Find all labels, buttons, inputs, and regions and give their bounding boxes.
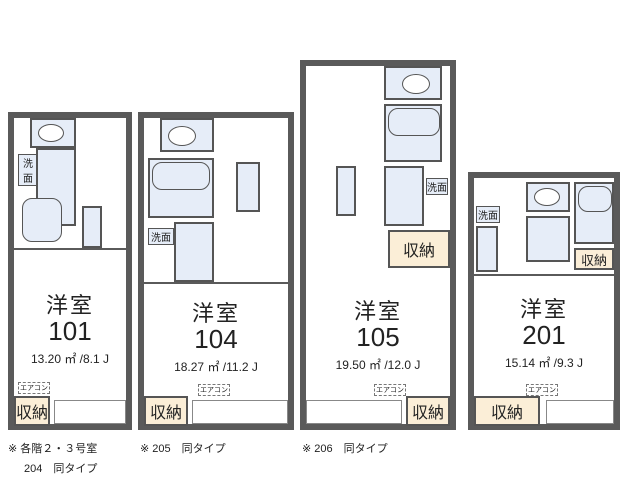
bathtub-icon <box>388 108 440 136</box>
air-conditioner-label: エアコン <box>18 382 50 394</box>
storage-closet: 収納 <box>388 230 450 268</box>
room-area: 15.14 ㎡ /9.3 J <box>504 356 584 370</box>
floorplan-105: 洗面 収納 洋室 105 19.50 ㎡ /12.0 J エアコン 収納 <box>300 60 456 430</box>
washroom-label: 洗面 <box>426 178 448 195</box>
balcony <box>192 400 288 424</box>
wall <box>14 248 126 250</box>
room-number: 104 <box>194 324 238 354</box>
room-area: 18.27 ㎡ /11.2 J <box>174 360 258 374</box>
kitchen <box>336 166 356 216</box>
room-type-label: 洋室 <box>519 297 568 322</box>
washroom <box>174 222 214 282</box>
note-104: ※ 205 同タイプ <box>140 443 226 455</box>
bathtub-icon <box>152 162 210 190</box>
washroom-label: 洗面 <box>18 154 38 186</box>
toilet-icon <box>534 188 560 206</box>
note-101-line1: ※ 各階２・３号室 <box>8 443 98 455</box>
air-conditioner-label: エアコン <box>374 384 406 396</box>
balcony <box>546 400 614 424</box>
wall <box>474 274 614 276</box>
wall <box>144 282 288 284</box>
washroom <box>526 216 570 262</box>
floorplan-104: 洗面 洋室 104 18.27 ㎡ /11.2 J エアコン 収納 <box>138 112 294 430</box>
room-area: 13.20 ㎡ /8.1 J <box>30 352 110 366</box>
room-area: 19.50 ㎡ /12.0 J <box>335 358 421 372</box>
washroom <box>384 166 424 226</box>
storage-closet-2: 収納 <box>474 396 540 426</box>
balcony <box>306 400 402 424</box>
floorplan-101: 洗面 洋室 101 13.20 ㎡ /8.1 J エアコン 収納 <box>8 112 132 430</box>
storage-closet: 収納 <box>144 396 188 426</box>
room-type-label: 洋室 <box>191 301 240 326</box>
storage-closet: 収納 <box>574 248 614 270</box>
toilet-icon <box>38 124 64 142</box>
storage-closet-2: 収納 <box>406 396 450 426</box>
kitchen <box>476 226 498 272</box>
bathtub-icon <box>22 198 62 242</box>
floorplan-201: 洗面 収納 洋室 201 15.14 ㎡ /9.3 J エアコン 収納 <box>468 172 620 430</box>
note-101-line2: 204 同タイプ <box>24 463 98 475</box>
room-number: 105 <box>356 322 400 352</box>
air-conditioner-label: エアコン <box>526 384 558 396</box>
toilet-room <box>30 118 76 148</box>
room-type-label: 洋室 <box>353 299 402 324</box>
room-number: 101 <box>48 316 92 346</box>
toilet-icon <box>402 74 430 94</box>
room-type-label: 洋室 <box>45 293 94 318</box>
washroom-label: 洗面 <box>476 206 500 223</box>
storage-closet: 収納 <box>14 396 50 426</box>
air-conditioner-label: エアコン <box>198 384 230 396</box>
toilet-icon <box>168 126 196 146</box>
room-number: 201 <box>522 320 566 350</box>
balcony <box>54 400 126 424</box>
note-105: ※ 206 同タイプ <box>302 443 388 455</box>
washroom-label: 洗面 <box>148 228 174 245</box>
bathtub-icon <box>578 186 612 212</box>
kitchen <box>82 206 102 248</box>
kitchen <box>236 162 260 212</box>
